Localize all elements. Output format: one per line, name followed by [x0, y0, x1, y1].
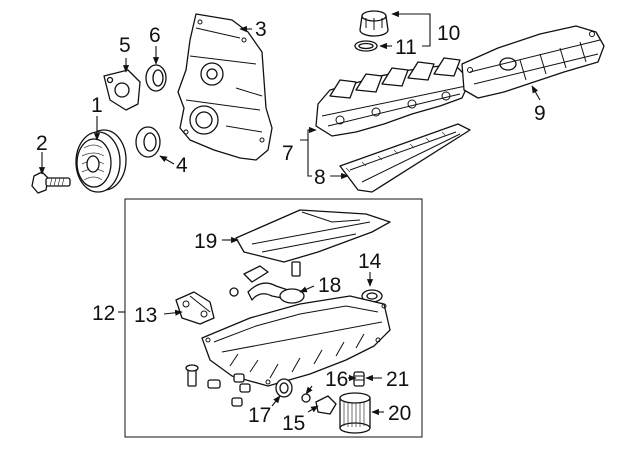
baffle-part-19	[235, 209, 391, 263]
fitting-part-15	[301, 393, 337, 415]
callout-16: 16	[325, 368, 348, 391]
leader-lines	[38, 10, 541, 416]
callout-6: 6	[149, 24, 161, 47]
callout-18: 18	[318, 274, 341, 297]
plug-part-17	[275, 378, 293, 398]
valve-cover-part-9	[461, 25, 605, 99]
oil-cap-part-10	[359, 10, 389, 37]
callout-13: 13	[134, 304, 157, 327]
seal-part-6	[145, 64, 167, 92]
callout-14: 14	[358, 250, 382, 273]
callout-7: 7	[282, 142, 294, 165]
callout-9: 9	[534, 102, 546, 125]
callout-1: 1	[91, 94, 103, 117]
callout-12: 12	[92, 302, 115, 325]
callout-8: 8	[314, 166, 326, 189]
timing-cover-part-3	[177, 13, 273, 161]
o-ring-part-11	[354, 40, 378, 52]
fitting-part-16-21	[353, 371, 365, 387]
callout-labels: 1 2 3 4 5 6 7 8 9 10 11 12 13 14 15 16 1…	[36, 18, 546, 435]
oil-pan-group-box	[124, 198, 423, 438]
callout-15: 15	[282, 412, 305, 435]
pickup-tube-part-18	[229, 261, 305, 304]
callout-20: 20	[388, 402, 411, 425]
front-seal-part-4	[135, 126, 161, 158]
adapter-part-13	[175, 291, 215, 325]
intake-manifold-part-7	[315, 57, 471, 137]
callout-11: 11	[395, 36, 417, 59]
callout-19: 19	[194, 230, 217, 253]
drain-bolt-hardware	[185, 364, 251, 407]
callout-2: 2	[36, 132, 48, 155]
gasket-part-8	[339, 123, 471, 193]
bracket-part-5	[103, 69, 141, 111]
callout-3: 3	[255, 18, 267, 41]
callout-21: 21	[386, 368, 409, 391]
callout-17: 17	[248, 404, 271, 427]
bolt-part-2	[31, 171, 71, 194]
oil-filter-part-20	[339, 392, 371, 434]
oil-pan-part-12	[201, 295, 391, 387]
callout-4: 4	[176, 154, 188, 177]
crank-pulley-part-1	[75, 129, 127, 193]
callout-10: 10	[437, 22, 460, 45]
callout-5: 5	[119, 34, 131, 57]
